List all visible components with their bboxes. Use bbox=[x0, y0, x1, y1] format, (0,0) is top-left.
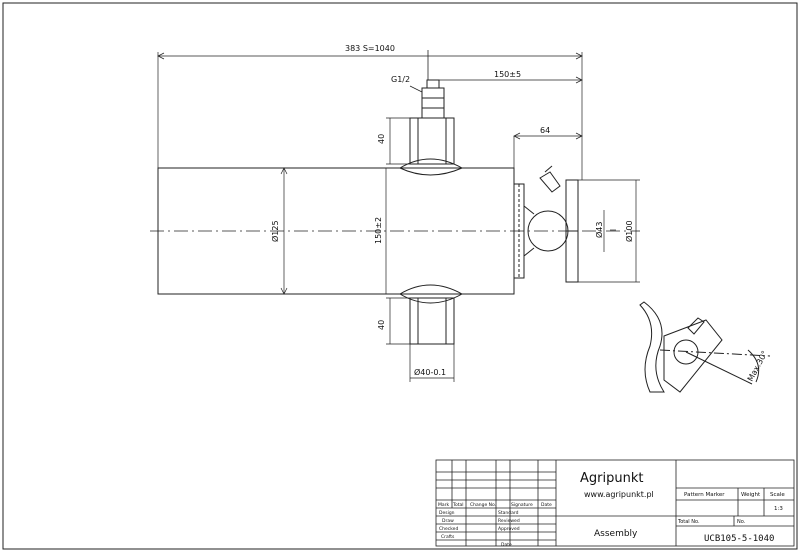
reviewed-label: Reviewed bbox=[498, 518, 520, 524]
drawing-name: Assembly bbox=[594, 529, 638, 539]
dim-plate-diameter: Ø100 bbox=[624, 220, 634, 242]
dimension-lines bbox=[157, 52, 640, 382]
dim-thread: G1/2 bbox=[391, 75, 410, 84]
grease-nipple bbox=[421, 87, 445, 119]
date2-label: Date bbox=[501, 542, 512, 548]
no-label: No. bbox=[737, 519, 746, 525]
company-name: Agripunkt bbox=[580, 471, 643, 486]
upper-trunnion-pin bbox=[409, 117, 455, 165]
lower-trunnion-pin bbox=[409, 297, 455, 345]
checked-label: Checked bbox=[439, 526, 458, 532]
dim-pin-diameter: Ø40-0.1 bbox=[414, 367, 446, 377]
change-no-label: Change No. bbox=[470, 502, 496, 508]
weight-label: Weight bbox=[741, 492, 761, 498]
dim-ball-diameter: Ø43 bbox=[594, 222, 604, 238]
approved-label: Approved bbox=[498, 526, 520, 532]
total-no-label: Total No. bbox=[677, 519, 700, 525]
draw-label: Draw bbox=[442, 518, 454, 524]
part-number: UCB105-5-1040 bbox=[704, 534, 774, 544]
date-label: Date bbox=[541, 502, 552, 508]
dim-trunnion-span: 150±2 bbox=[374, 217, 383, 244]
scale-label: Scale bbox=[770, 492, 785, 498]
cylinder-assembly bbox=[150, 50, 640, 345]
dim-overall: 383 S=1040 bbox=[345, 44, 395, 53]
design-label: Design bbox=[439, 510, 455, 516]
standard-label: Standard bbox=[498, 510, 519, 516]
dim-center-offset: 150±5 bbox=[494, 70, 521, 79]
title-block bbox=[435, 459, 795, 547]
angle-detail-view bbox=[639, 301, 771, 393]
crafts-label: Crafts bbox=[441, 534, 455, 540]
ball-fitting bbox=[539, 171, 561, 193]
upper-trunnion-saddle bbox=[398, 158, 464, 176]
dimension-texts: 383 S=1040 G1/2 150±5 64 40 40 Ø125 150±… bbox=[270, 44, 769, 383]
pattern-marker-label: Pattern Marker bbox=[684, 492, 725, 498]
dim-trunnion-top: 40 bbox=[377, 134, 386, 144]
company-website: www.agripunkt.pl bbox=[584, 490, 654, 499]
mark-label: Mark bbox=[438, 502, 449, 508]
total-label: Total bbox=[452, 502, 464, 508]
dim-trunnion-bottom: 40 bbox=[377, 320, 386, 330]
dim-mount-length: 64 bbox=[540, 126, 550, 135]
title-block-text: Agripunkt www.agripunkt.pl Assembly UCB1… bbox=[438, 471, 785, 548]
signature-label: Signature bbox=[511, 502, 533, 508]
scale-value: 1:3 bbox=[774, 506, 783, 512]
dim-body-diameter: Ø125 bbox=[270, 220, 280, 242]
